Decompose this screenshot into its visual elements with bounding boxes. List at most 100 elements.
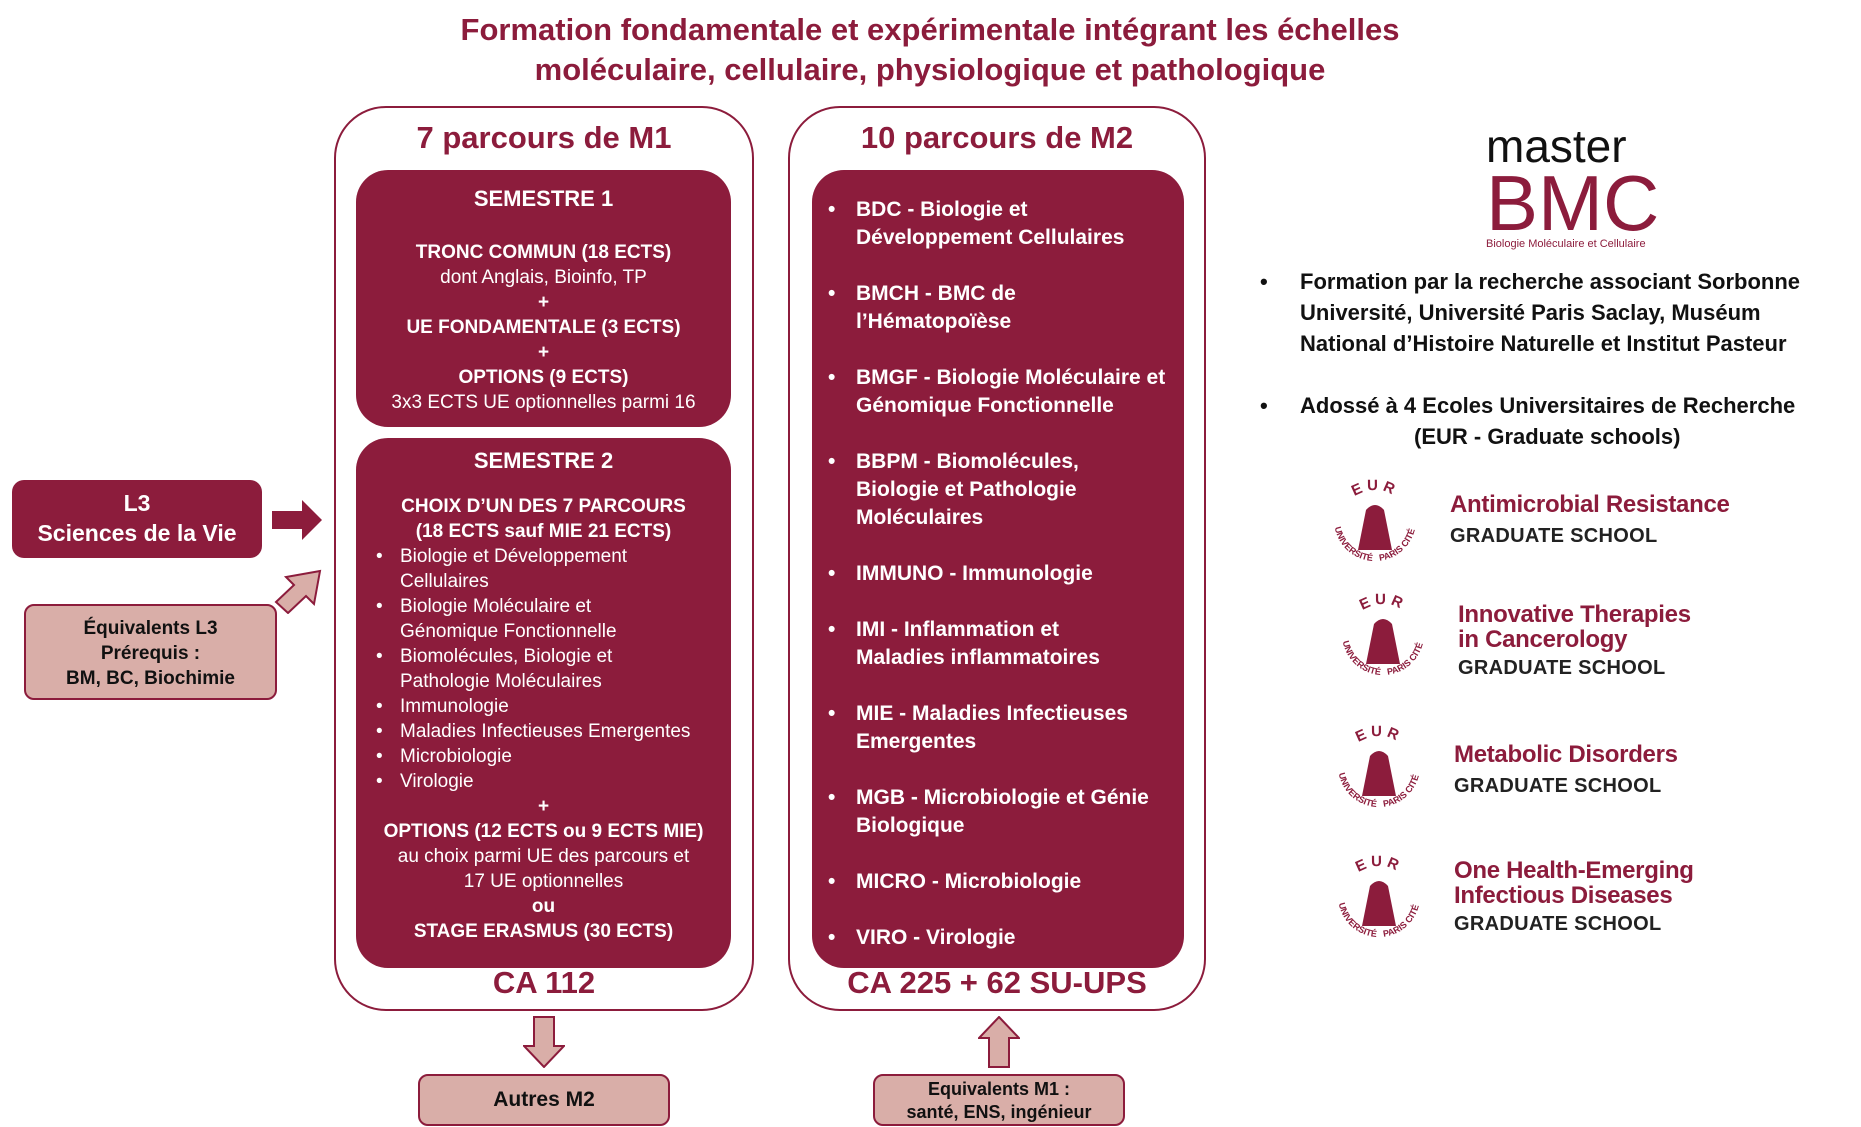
list-item: Microbiologie	[370, 744, 731, 769]
choix-parcours: CHOIX D’UN DES 7 PARCOURS	[401, 496, 686, 517]
list-item: MICRO - Microbiologie	[812, 868, 1184, 896]
info-item-1-line-3: National d’Histoire Naturelle et Institu…	[1300, 331, 1787, 356]
graduate-school-label: GRADUATE SCHOOL	[1454, 913, 1662, 935]
semester-2-title: SEMESTRE 2	[473, 448, 614, 473]
title-line-2: moléculaire, cellulaire, physiologique e…	[534, 52, 1326, 87]
arrow-up-icon	[978, 1016, 1020, 1068]
options-s2: OPTIONS (12 ECTS ou 9 ECTS MIE)	[383, 821, 704, 842]
info-item-2-line-1: Adossé à 4 Ecoles Universitaires de Rech…	[1300, 393, 1796, 418]
page-title: Formation fondamentale et expérimentale …	[280, 10, 1580, 90]
plus-sign: +	[537, 796, 550, 817]
m1-footer: CA 112	[492, 965, 596, 1000]
list-item: Biologie Moléculaire et Génomique Foncti…	[370, 594, 731, 644]
svg-text:EUR: EUR	[1349, 477, 1401, 500]
bullet-icon: •	[1260, 269, 1268, 294]
graduate-school-3: EUR UNIVERSITÉ PARIS CITÉ Metabolic Diso…	[1324, 716, 1744, 826]
graduate-school-2: EUR UNIVERSITÉ PARIS CITÉ Innovative The…	[1328, 584, 1748, 694]
m2-footer: CA 225 + 62 SU-UPS	[847, 965, 1147, 1000]
options-s1: OPTIONS (9 ECTS)	[458, 367, 629, 388]
list-item: BMGF - Biologie Moléculaire et Génomique…	[812, 364, 1184, 420]
list-item: VIRO - Virologie	[812, 924, 1184, 952]
m2-courses-box: BDC - Biologie et Développement Cellulai…	[812, 170, 1184, 968]
graduate-school-1: EUR UNIVERSITÉ PARIS CITÉ Antimicrobial …	[1320, 470, 1740, 580]
tronc-commun: TRONC COMMUN (18 ECTS)	[415, 242, 672, 263]
list-item: Biomolécules, Biologie et Pathologie Mol…	[370, 644, 731, 694]
options-s2-detail-1: au choix parmi UE des parcours et	[397, 846, 690, 867]
svg-text:EUR: EUR	[1353, 853, 1405, 876]
arrow-diagonal-icon	[274, 569, 322, 614]
semester-1-title: SEMESTRE 1	[473, 186, 614, 211]
svg-text:EUR: EUR	[1353, 723, 1405, 746]
list-item: MIE - Maladies Infectieuses Emergentes	[812, 700, 1184, 756]
m1-course-list: Biologie et Développement Cellulaires Bi…	[356, 544, 731, 794]
stage-erasmus: STAGE ERASMUS (30 ECTS)	[413, 921, 674, 942]
list-item: IMI - Inflammation et Maladies inflammat…	[812, 616, 1184, 672]
list-item: BBPM - Biomolécules, Biologie et Patholo…	[812, 448, 1184, 532]
info-item-2-line-2: (EUR - Graduate schools)	[1414, 424, 1681, 449]
graduate-school-name: One Health-Emerging	[1454, 857, 1694, 884]
graduate-school-name: Innovative Therapies	[1458, 601, 1691, 628]
list-item: Virologie	[370, 769, 731, 794]
seal-top-text: EUR	[1353, 723, 1401, 746]
autres-m2-box: Autres M2	[418, 1074, 670, 1126]
list-item: • Formation par la recherche associant S…	[1260, 266, 1860, 359]
equivalents-m1-title: Equivalents M1 :	[927, 1079, 1071, 1099]
equivalents-l3-prereq: Prérequis :	[100, 643, 201, 664]
seal-top-text: EUR	[1357, 591, 1405, 614]
equivalents-l3-box: Équivalents L3 Prérequis : BM, BC, Bioch…	[24, 604, 277, 700]
title-line-1: Formation fondamentale et expérimentale …	[460, 12, 1400, 47]
info-item-1-line-1: Formation par la recherche associant Sor…	[1300, 269, 1801, 294]
list-item: Maladies Infectieuses Emergentes	[370, 719, 731, 744]
graduate-school-label: GRADUATE SCHOOL	[1450, 525, 1658, 547]
l3-box: L3 Sciences de la Vie	[12, 480, 262, 558]
seal-top-text: EUR	[1349, 477, 1397, 500]
list-item: • Adossé à 4 Ecoles Universitaires de Re…	[1260, 390, 1860, 452]
bullet-icon: •	[1260, 393, 1268, 418]
list-item: IMMUNO - Immunologie	[812, 560, 1184, 588]
arrow-right-icon	[272, 500, 322, 540]
arrow-down-icon	[523, 1016, 565, 1068]
graduate-school-name-2: in Cancerology	[1458, 626, 1628, 653]
m2-course-list: BDC - Biologie et Développement Cellulai…	[812, 196, 1184, 952]
semester-1-box: SEMESTRE 1 TRONC COMMUN (18 ECTS) dont A…	[356, 170, 731, 427]
equivalents-m1-list: santé, ENS, ingénieur	[906, 1102, 1092, 1122]
info-item-1-line-2: Université, Université Paris Saclay, Mus…	[1300, 300, 1761, 325]
semester-2-box: SEMESTRE 2 CHOIX D’UN DES 7 PARCOURS (18…	[356, 438, 731, 968]
plus-sign: +	[537, 292, 550, 313]
graduate-school-label: GRADUATE SCHOOL	[1458, 657, 1666, 679]
equivalents-l3-title: Équivalents L3	[83, 618, 218, 639]
info-list: • Formation par la recherche associant S…	[1260, 266, 1860, 452]
l3-field: Sciences de la Vie	[37, 520, 237, 546]
eur-seal-icon: EUR UNIVERSITÉ PARIS CITÉ	[1333, 477, 1417, 563]
equivalents-l3-list: BM, BC, Biochimie	[66, 668, 235, 689]
tronc-commun-detail: dont Anglais, Bioinfo, TP	[440, 267, 647, 288]
list-item: BDC - Biologie et Développement Cellulai…	[812, 196, 1184, 252]
logo-master-word: master	[1486, 120, 1627, 172]
graduate-school-4: EUR UNIVERSITÉ PARIS CITÉ One Health-Eme…	[1324, 846, 1744, 956]
list-item: Biologie et Développement Cellulaires	[370, 544, 731, 594]
graduate-school-name: Antimicrobial Resistance	[1450, 491, 1730, 518]
or-text: ou	[531, 896, 556, 917]
master-bmc-logo: master BMC Biologie Moléculaire et Cellu…	[1486, 120, 1686, 250]
m2-heading: 10 parcours de M2	[860, 120, 1134, 155]
list-item: MGB - Microbiologie et Génie Biologique	[812, 784, 1184, 840]
options-s2-detail-2: 17 UE optionnelles	[463, 871, 624, 892]
choix-parcours-ects: (18 ECTS sauf MIE 21 ECTS)	[415, 521, 672, 542]
eur-seal-icon: EUR UNIVERSITÉ PARIS CITÉ	[1341, 591, 1425, 677]
svg-text:EUR: EUR	[1357, 591, 1409, 614]
logo-bmc-word: BMC	[1486, 159, 1660, 247]
info-block: • Formation par la recherche associant S…	[1260, 266, 1860, 452]
l3-label: L3	[123, 490, 151, 516]
graduate-school-label: GRADUATE SCHOOL	[1454, 775, 1662, 797]
list-item: Immunologie	[370, 694, 731, 719]
graduate-school-name-2: Infectious Diseases	[1454, 882, 1673, 909]
equivalents-m1-box: Equivalents M1 : santé, ENS, ingénieur	[873, 1074, 1125, 1126]
eur-seal-icon: EUR UNIVERSITÉ PARIS CITÉ	[1337, 853, 1421, 939]
eur-seal-icon: EUR UNIVERSITÉ PARIS CITÉ	[1337, 723, 1421, 809]
options-s1-detail: 3x3 ECTS UE optionnelles parmi 16	[391, 392, 696, 413]
list-item: BMCH - BMC de l’Hématopoïèse	[812, 280, 1184, 336]
seal-top-text: EUR	[1353, 853, 1401, 876]
graduate-school-name: Metabolic Disorders	[1454, 741, 1678, 768]
ue-fondamentale: UE FONDAMENTALE (3 ECTS)	[406, 317, 681, 338]
logo-subtitle: Biologie Moléculaire et Cellulaire	[1486, 238, 1646, 250]
